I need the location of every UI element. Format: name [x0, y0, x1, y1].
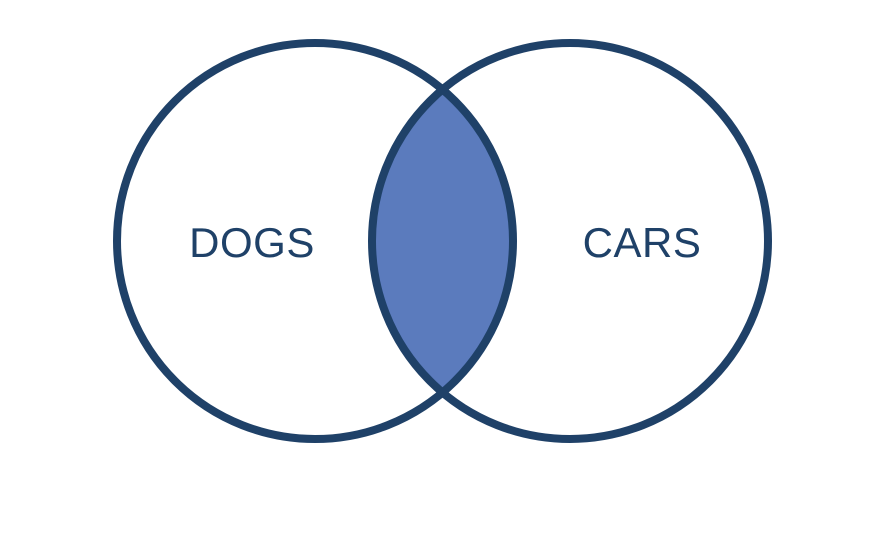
venn-label-cars: CARS: [583, 219, 702, 266]
venn-intersection: [372, 43, 513, 439]
venn-circle-dogs: [113, 39, 517, 443]
venn-label-dogs: DOGS: [189, 219, 315, 266]
venn-circle-cars: [368, 39, 772, 443]
